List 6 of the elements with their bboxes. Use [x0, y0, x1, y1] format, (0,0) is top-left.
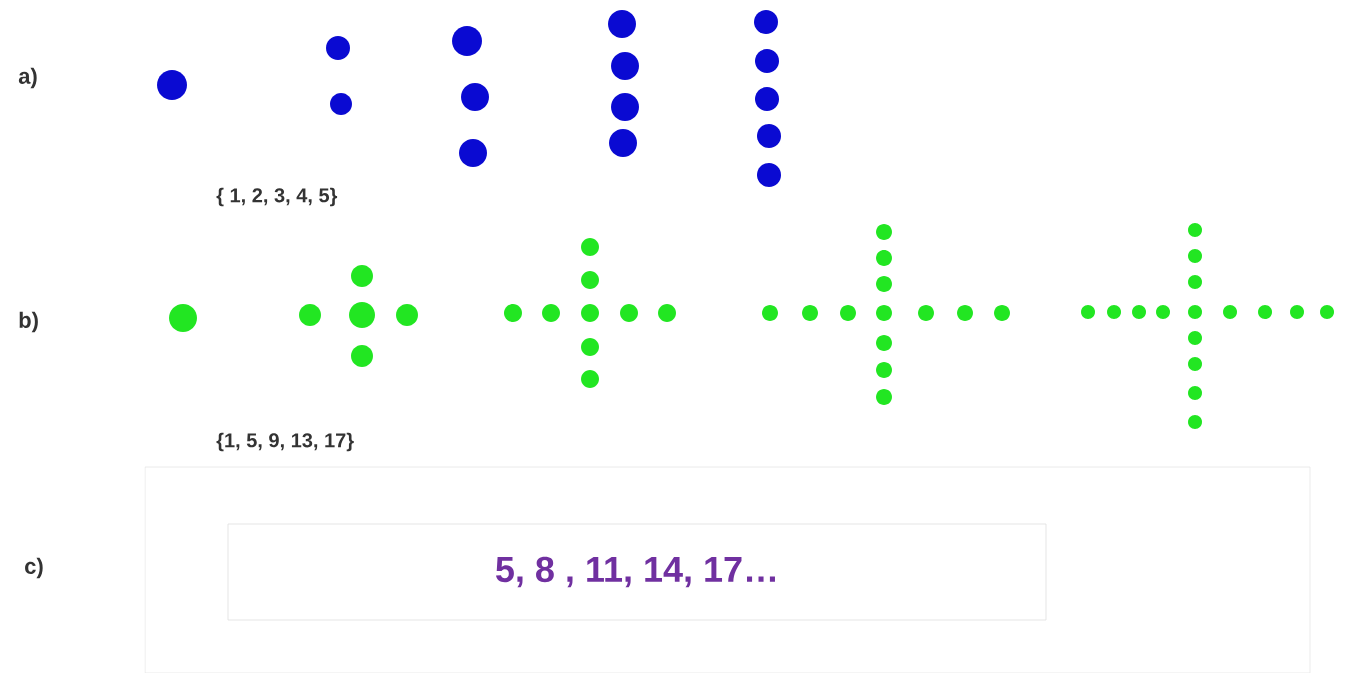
row-label: c)	[25, 557, 43, 579]
text-box: 5, 8 , 11, 14, 17…	[227, 523, 1047, 621]
set-label: { 1, 2, 3, 4, 5}	[216, 187, 338, 207]
row-label: b)	[19, 311, 38, 333]
row-label: a)	[18, 67, 37, 89]
set-label: {1, 5, 9, 13, 17}	[216, 432, 354, 452]
